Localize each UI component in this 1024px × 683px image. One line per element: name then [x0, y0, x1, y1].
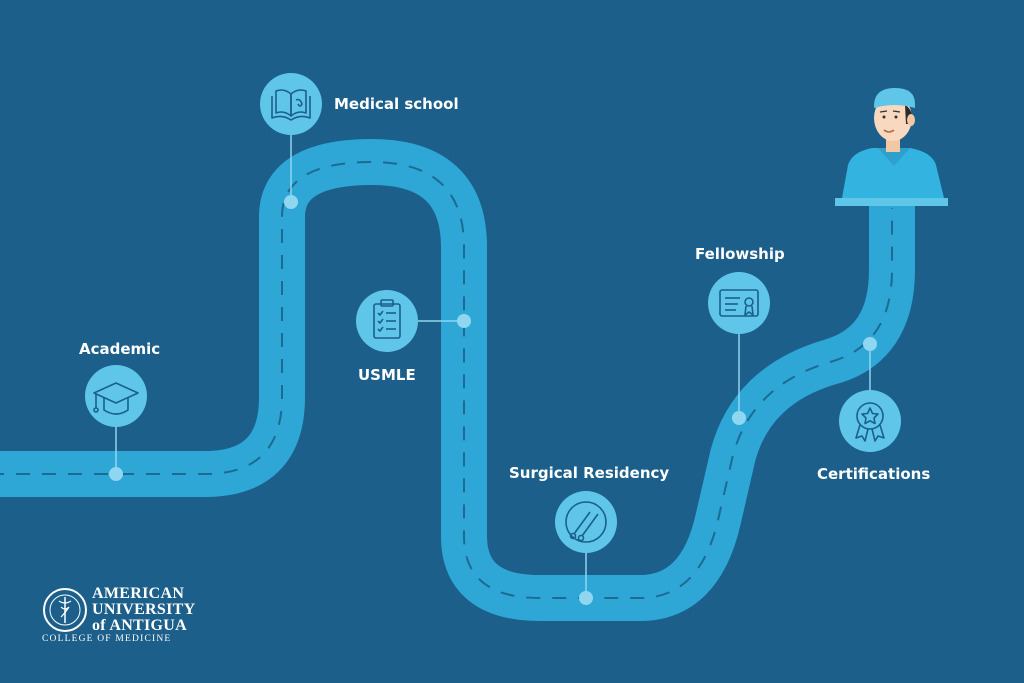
logo-line-2: UNIVERSITY — [92, 601, 196, 618]
milestone-label-usmle: USMLE — [358, 366, 416, 384]
milestone-label-certifications: Certifications — [817, 465, 931, 483]
certificate-icon — [708, 272, 770, 334]
milestone-label-surgical-residency: Surgical Residency — [509, 464, 670, 482]
milestone-label-medical-school: Medical school — [334, 95, 459, 113]
university-logo: AMERICAN UNIVERSITY of ANTIGUA COLLEGE O… — [40, 585, 210, 647]
logo-line-3: of ANTIGUA — [92, 617, 188, 634]
logo-line-1: AMERICAN — [92, 585, 185, 602]
logo-line-4: COLLEGE OF MEDICINE — [42, 634, 172, 644]
graduation-cap-icon — [85, 365, 147, 427]
connector-usmle — [416, 314, 471, 328]
doctor-illustration — [835, 88, 948, 206]
connector-academic — [109, 425, 123, 481]
connector-fellowship — [732, 332, 746, 425]
seal-icon — [43, 588, 87, 632]
open-book-icon — [260, 73, 322, 135]
milestone-label-academic: Academic — [79, 340, 161, 358]
connector-medical-school — [284, 134, 298, 209]
surgical-tools-icon — [555, 491, 617, 553]
road-center-dashes — [0, 160, 893, 599]
clipboard-checklist-icon — [356, 290, 418, 352]
milestone-label-fellowship: Fellowship — [695, 245, 785, 263]
connector-surgical-residency — [579, 552, 593, 605]
connector-certifications — [863, 337, 877, 392]
award-badge-icon — [839, 390, 901, 452]
